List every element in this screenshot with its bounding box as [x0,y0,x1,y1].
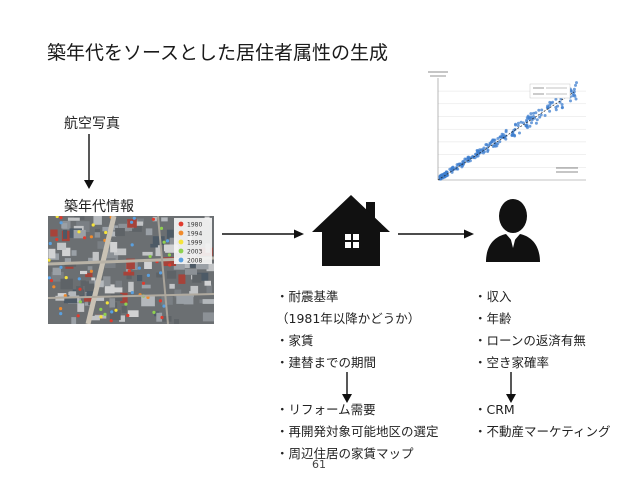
list-item: ・CRM [474,402,515,417]
legend-label: 1980 [187,222,202,229]
list-item: ・ローンの返済有無 [474,333,586,348]
page-number: 61 [312,458,326,471]
house-application-list: ・リフォーム需要 ・再開発対象可能地区の選定 ・周辺住居の家賃マップ [276,399,439,465]
house-attribute-list: ・耐震基準 （1981年以降かどうか） ・家賃 ・建替までの期間 [276,286,420,374]
list-item: ・周辺住居の家賃マップ [276,446,414,461]
person-icon [486,199,540,262]
list-item: ・耐震基準 [276,289,339,304]
resident-application-list: ・CRM ・不動産マーケティング [474,399,611,443]
scatter-plot-thumbnail [428,71,586,181]
list-item: ・リフォーム需要 [276,402,376,417]
legend-swatch [178,221,184,227]
legend-label: 1999 [187,240,202,247]
legend-label: 2008 [187,258,202,265]
list-item: ・空き家確率 [474,355,550,370]
house-icon [312,195,390,266]
legend-swatch [178,230,184,236]
right-arrow [222,229,304,239]
list-item: ・再開発対象可能地区の選定 [276,424,439,439]
legend-swatch [178,239,184,245]
down-arrow [506,372,516,403]
legend-swatch [178,248,184,254]
slide-title: 築年代をソースとした居住者属性の生成 [47,42,389,64]
right-arrow [398,229,474,239]
list-item: ・建替までの期間 [276,355,377,370]
aerial-photo-label: 航空写真 [64,116,120,132]
building-age-info-label: 築年代情報 [64,199,134,215]
list-item: ・収入 [474,289,512,304]
list-item: ・年齢 [474,311,512,326]
legend-label: 1994 [187,231,202,238]
list-item: ・家賃 [276,333,314,348]
list-item: ・不動産マーケティング [474,424,611,439]
legend-swatch [178,257,184,263]
down-arrow [84,134,94,189]
legend-label: 2003 [187,249,202,256]
down-arrow [342,372,352,403]
resident-attribute-list: ・収入 ・年齢 ・ローンの返済有無 ・空き家確率 [474,286,586,374]
aerial-map-image: 1980 1994 1999 2003 2008 [48,216,214,324]
list-item: （1981年以降かどうか） [276,311,421,326]
